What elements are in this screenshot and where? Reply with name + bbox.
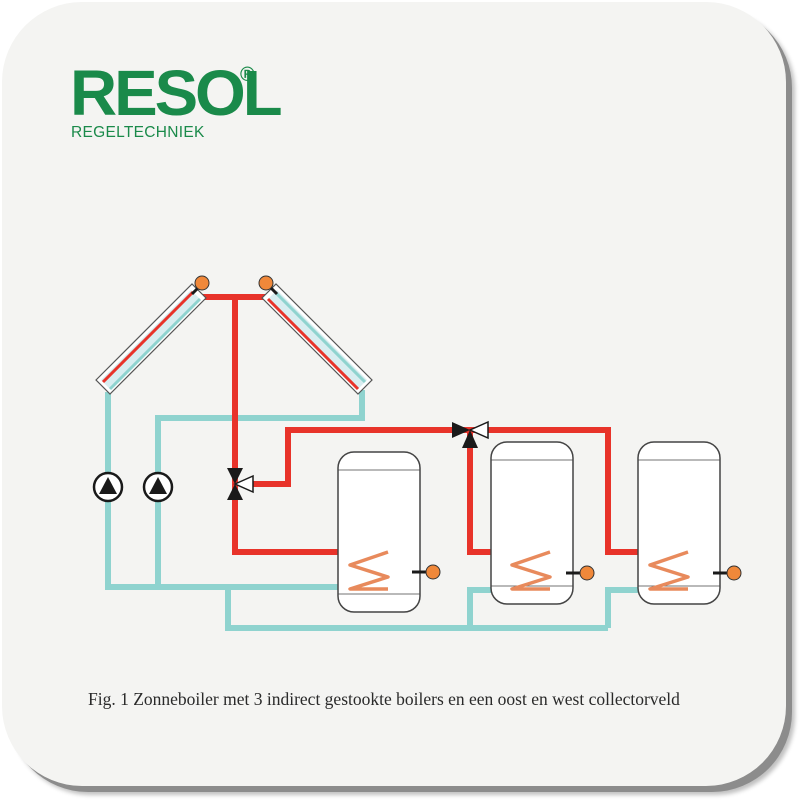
logo-registered-mark: ®	[240, 64, 255, 86]
logo-brand: RESOL	[70, 57, 283, 129]
collector-sensors	[190, 275, 279, 296]
pump-east	[92, 471, 124, 503]
resol-logo: RESOL ® REGELTECHNIEK	[70, 61, 283, 142]
collector-west	[261, 283, 373, 395]
flow-pipe-main-down	[232, 297, 388, 555]
figure-caption: Fig. 1 Zonneboiler met 3 indirect gestoo…	[88, 689, 680, 709]
return-pipe-west	[155, 390, 365, 587]
card-frame	[2, 2, 786, 786]
valve-diverter-left	[227, 468, 254, 500]
pump-west	[142, 471, 174, 503]
logo-subtitle: REGELTECHNIEK	[71, 124, 205, 141]
boiler-3	[637, 441, 742, 605]
heat-exchanger-1	[348, 550, 390, 591]
sensor-collector-west	[258, 275, 274, 291]
return-pipe-east	[105, 392, 388, 590]
boiler-2	[490, 441, 595, 605]
sensor-boiler-3	[726, 565, 742, 581]
flow-pipe-branch	[250, 427, 688, 555]
return-pipe-bottom	[225, 587, 608, 631]
sensor-collector-east	[194, 275, 210, 291]
valve-diverter-top	[452, 420, 489, 448]
flow-pipes	[200, 294, 688, 555]
heat-exchanger-3	[648, 550, 690, 591]
sensor-boiler-1	[425, 564, 441, 580]
heat-exchanger-2	[510, 550, 552, 591]
boiler-1	[337, 451, 441, 613]
sensor-boiler-2	[579, 565, 595, 581]
collector-east	[95, 283, 207, 395]
return-pipes	[105, 390, 688, 631]
